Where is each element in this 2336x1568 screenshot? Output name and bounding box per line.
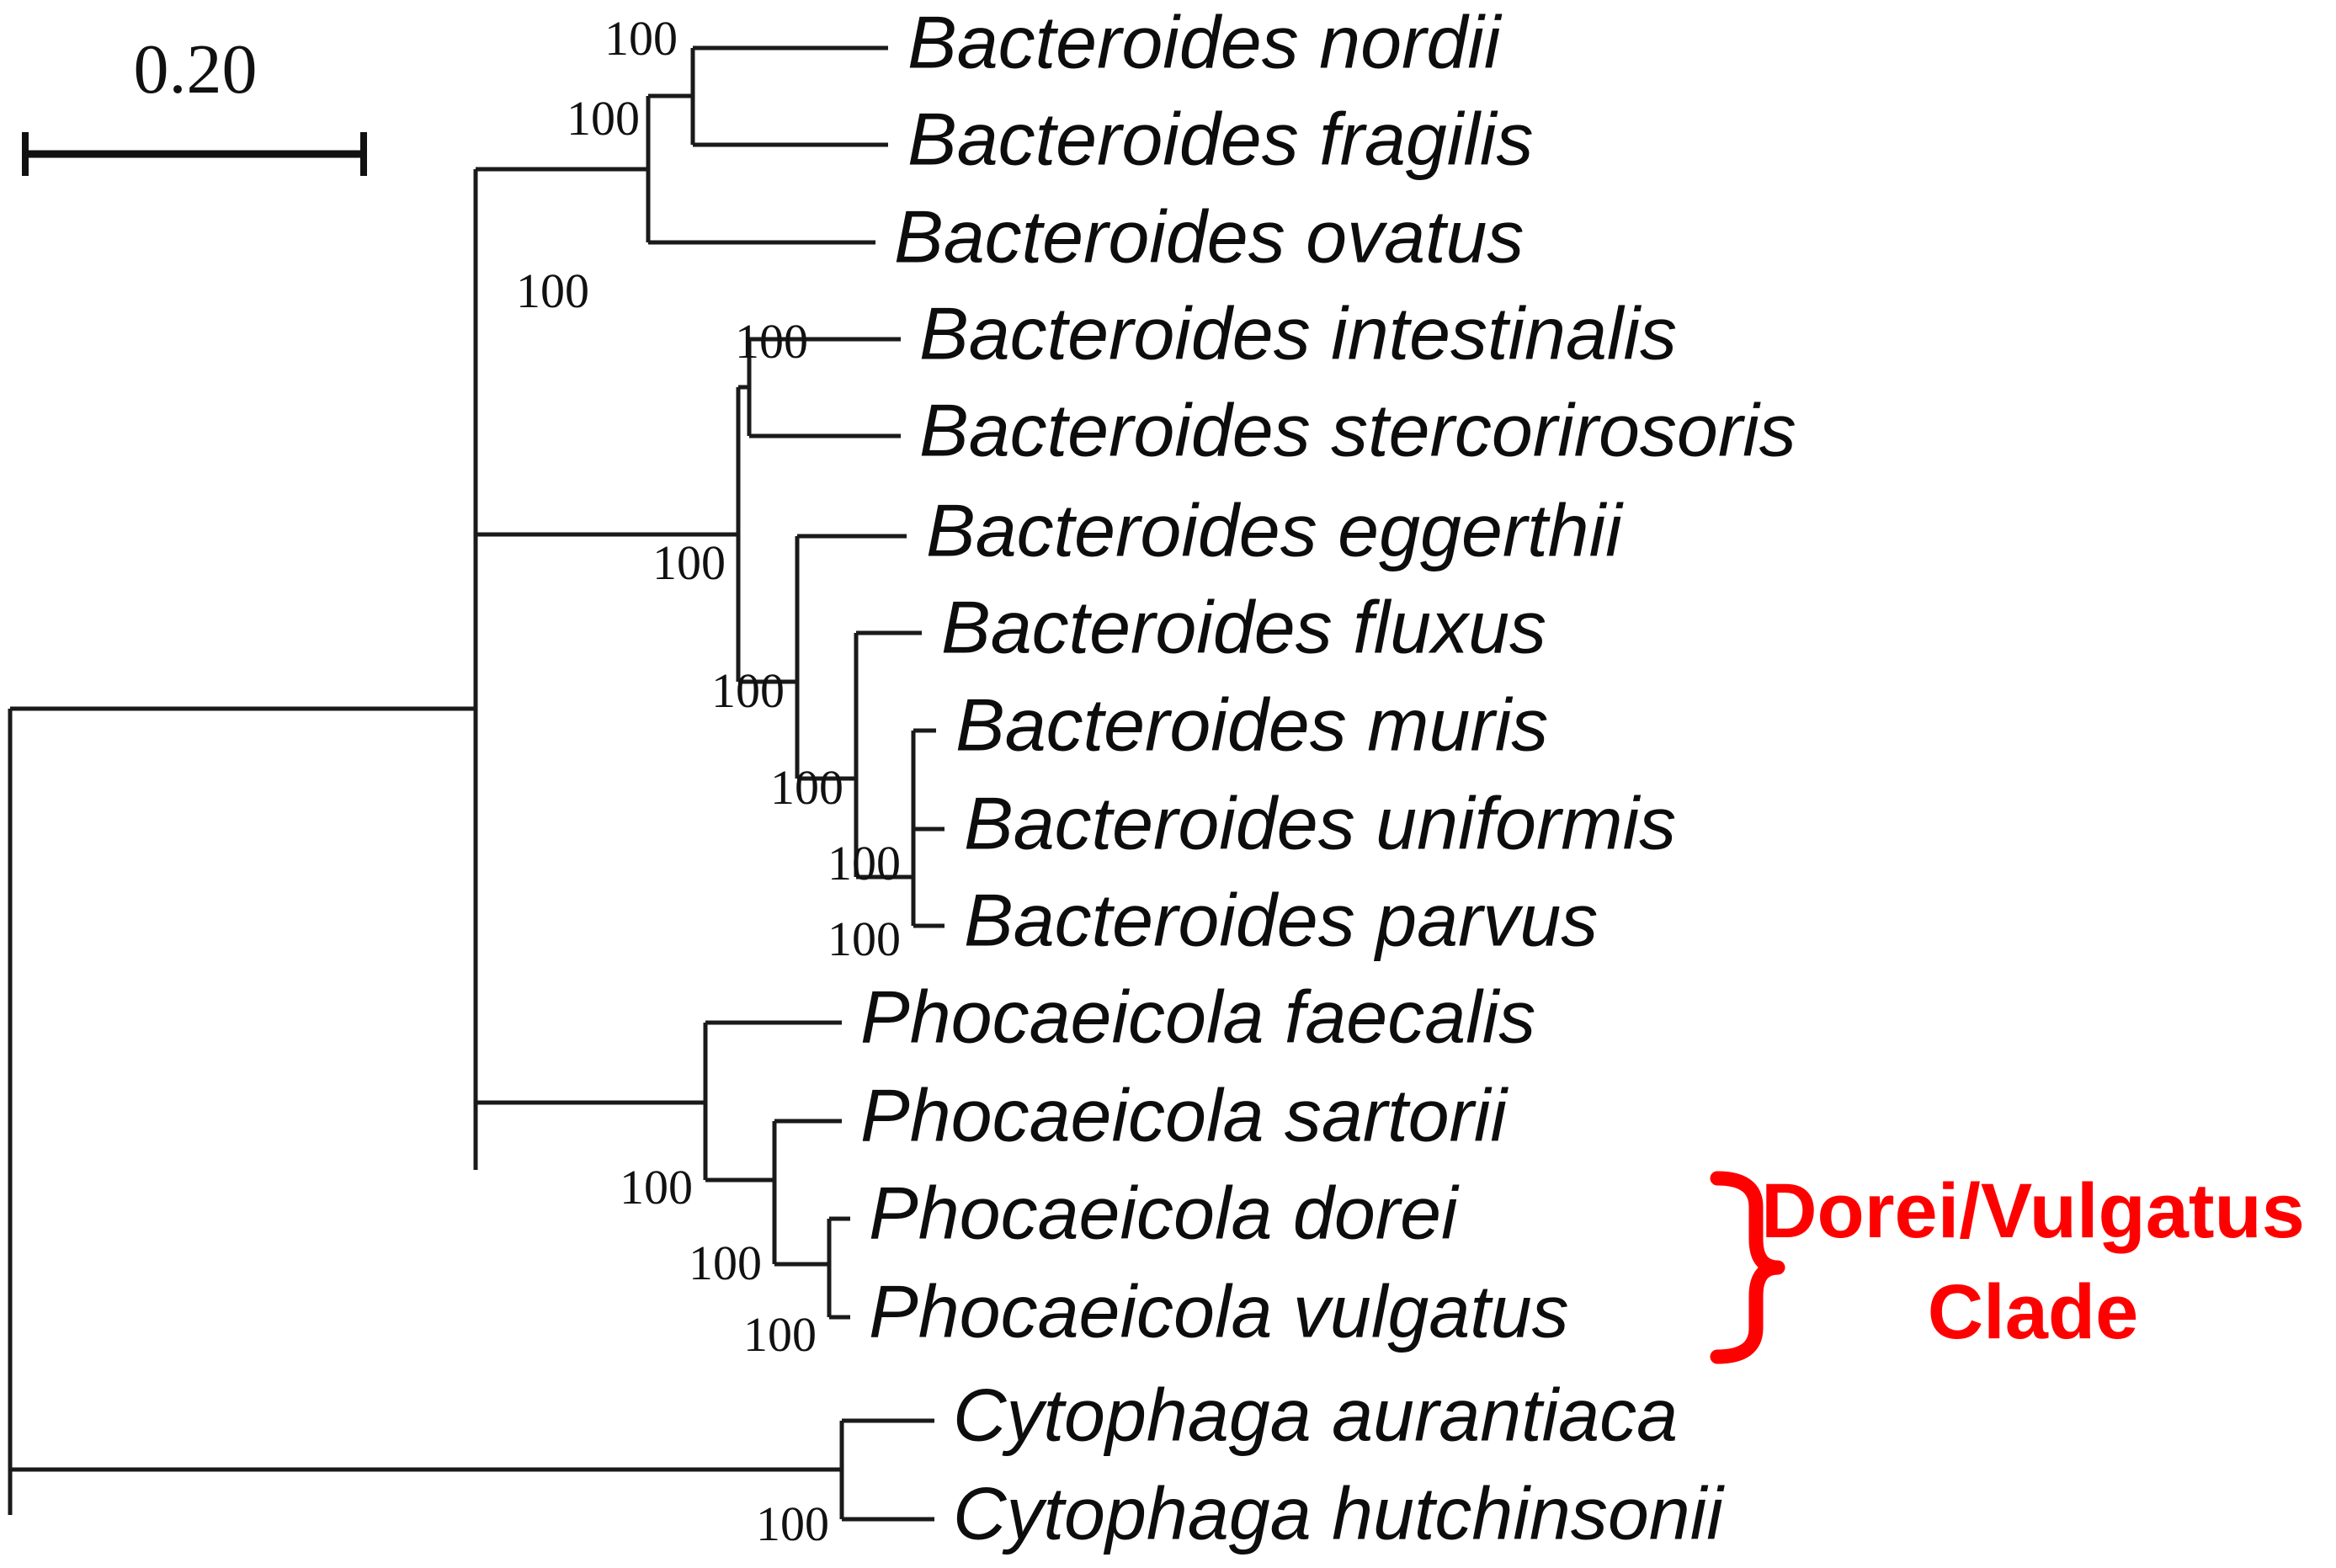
taxon-label-b_parvus: Bacteroides parvus — [964, 878, 1598, 961]
taxon-label-b_nordii: Bacteroides nordii — [907, 0, 1503, 83]
clade-label-line1: Dorei/Vulgatus — [1761, 1168, 2305, 1254]
bootstrap-value-bs_phoco_inner: 100 — [689, 1236, 762, 1290]
bootstrap-value-bs_egg_group: 100 — [652, 535, 726, 590]
bootstrap-value-bs_dorei_vulgatus: 100 — [743, 1307, 817, 1362]
bootstrap-value-bs_cytophaga: 100 — [756, 1496, 829, 1551]
taxon-label-b_ovatus: Bacteroides ovatus — [894, 194, 1524, 278]
clade-label-line2: Clade — [1928, 1269, 2139, 1355]
taxon-label-c_aurantiaca: Cytophaga aurantiaca — [953, 1373, 1678, 1456]
taxon-label-b_muris: Bacteroides muris — [955, 683, 1548, 766]
taxon-label-b_uniformis: Bacteroides uniformis — [964, 781, 1676, 864]
clade-brace-icon — [1710, 1171, 1785, 1364]
bootstrap-value-bs_bacteroides: 100 — [516, 263, 589, 318]
bootstrap-support-values: 100 100 100 100 100 100 100 100 100 100 100 100 100 — [516, 11, 901, 1551]
taxon-label-p_faecalis: Phocaeicola faecalis — [860, 975, 1535, 1058]
taxon-label-b_eggerthii: Bacteroides eggerthii — [926, 488, 1624, 571]
bootstrap-value-bs_nordii_fragilis: 100 — [604, 11, 678, 66]
taxon-label-p_vulgatus: Phocaeicola vulgatus — [869, 1269, 1569, 1353]
scale-bar: 0.20 — [22, 30, 367, 176]
bootstrap-value-bs_int_sterc: 100 — [735, 314, 808, 369]
bootstrap-value-bs_muris_clade: 100 — [770, 760, 843, 815]
taxon-label-p_dorei: Phocaeicola dorei — [869, 1171, 1460, 1254]
bootstrap-value-bs_fluxus_clade: 100 — [711, 663, 785, 718]
taxon-label-b_stercorirosoris: Bacteroides stercorirosoris — [919, 388, 1796, 471]
taxon-label-b_intestinalis: Bacteroides intestinalis — [919, 291, 1677, 375]
taxon-label-b_fluxus: Bacteroides fluxus — [941, 585, 1546, 668]
scale-bar-label: 0.20 — [134, 30, 258, 109]
taxon-label-c_hutchinsonii: Cytophaga hutchinsonii — [953, 1471, 1725, 1555]
taxon-label-b_fragilis: Bacteroides fragilis — [907, 97, 1533, 180]
bootstrap-value-bs_unif_parv: 100 — [827, 836, 901, 890]
taxon-label-p_sartorii: Phocaeicola sartorii — [860, 1073, 1509, 1156]
tree-branches — [8, 45, 945, 1522]
bootstrap-value-bs_bfo: 100 — [567, 91, 640, 146]
bootstrap-value-bs_parvus_tip: 100 — [827, 912, 901, 966]
bootstrap-value-bs_phoco_outer: 100 — [620, 1160, 693, 1215]
